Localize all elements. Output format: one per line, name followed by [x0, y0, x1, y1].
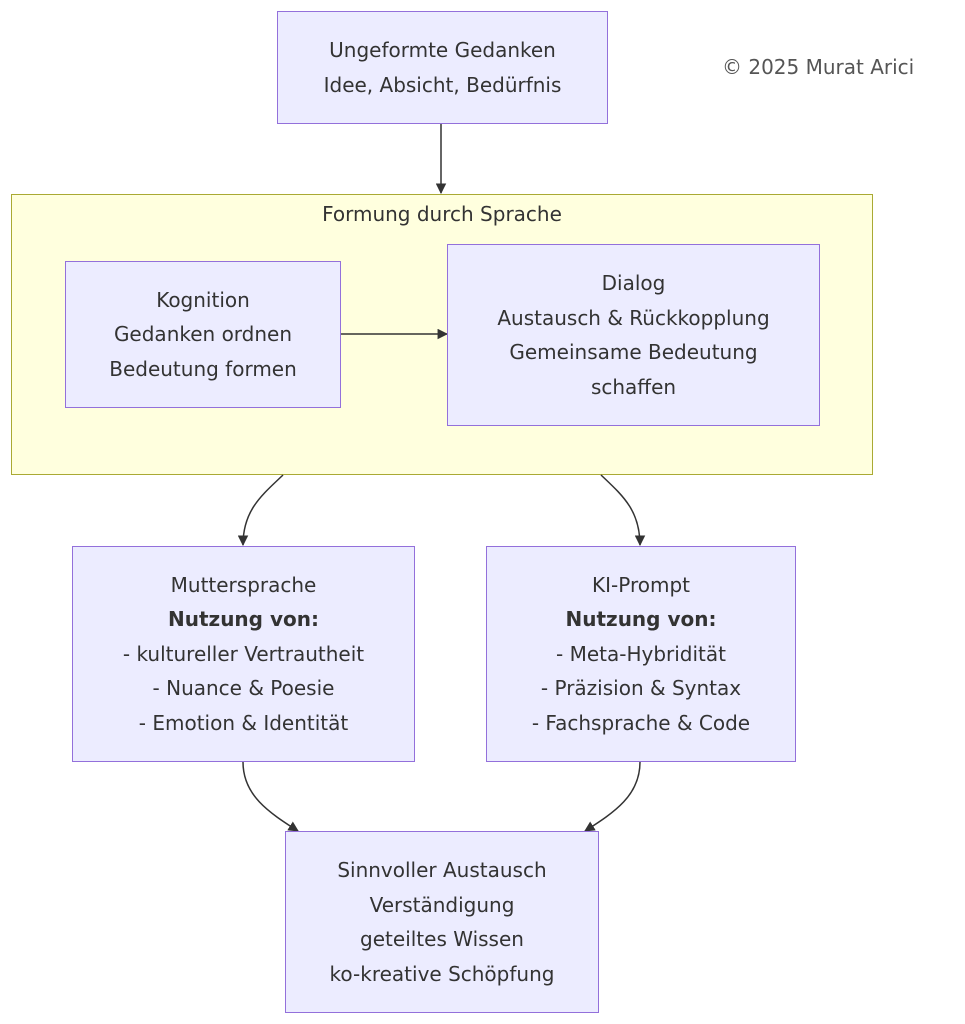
node-muttersprache: Muttersprache Nutzung von: - kultureller…	[72, 546, 415, 762]
node-item: - kultureller Vertrautheit	[122, 641, 365, 666]
copyright-notice: © 2025 Murat Arici	[722, 55, 915, 79]
node-line: ko-kreative Schöpfung	[329, 961, 555, 986]
node-line: Sinnvoller Austausch	[337, 858, 547, 882]
node-line: Bedeutung formen	[109, 356, 297, 381]
node-subtitle: Nutzung von:	[168, 607, 319, 632]
cluster-title: Formung durch Sprache	[322, 202, 562, 226]
edge-cluster-to-muttersprache	[237, 474, 284, 547]
node-line: Dialog	[601, 271, 666, 295]
node-line: Gemeinsame Bedeutung	[509, 340, 758, 364]
node-ki-prompt: KI-Prompt Nutzung von: - Meta-Hybridität…	[486, 546, 796, 762]
node-line: schaffen	[590, 374, 677, 399]
node-dialog: Dialog Austausch & Rückkopplung Gemeinsa…	[447, 244, 820, 426]
node-line: Verständigung	[369, 892, 515, 917]
node-line: Gedanken ordnen	[113, 322, 293, 347]
node-line: Kognition	[156, 287, 250, 312]
node-item: - Emotion & Identität	[138, 710, 349, 735]
node-item: - Nuance & Poesie	[152, 676, 335, 701]
edge-kiprompt-to-austausch	[584, 761, 641, 832]
node-item: - Meta-Hybridität	[556, 641, 726, 666]
node-title: KI-Prompt	[592, 572, 690, 597]
node-ungeformte-gedanken: Ungeformte Gedanken Idee, Absicht, Bedür…	[277, 11, 608, 124]
node-line: geteiltes Wissen	[360, 927, 524, 951]
edge-cluster-to-kiprompt	[600, 474, 646, 547]
node-title: Muttersprache	[170, 572, 317, 597]
node-sinnvoller-austausch: Sinnvoller Austausch Verständigung getei…	[285, 831, 599, 1013]
edge-muttersprache-to-austausch	[242, 761, 299, 832]
node-line: Ungeformte Gedanken	[329, 38, 556, 62]
node-line: Idee, Absicht, Bedürfnis	[323, 72, 562, 97]
node-item: - Fachsprache & Code	[531, 710, 751, 735]
node-kognition: Kognition Gedanken ordnen Bedeutung form…	[65, 261, 341, 408]
node-subtitle: Nutzung von:	[565, 607, 717, 632]
node-item: - Präzision & Syntax	[540, 676, 742, 701]
node-line: Austausch & Rückkopplung	[497, 305, 770, 330]
